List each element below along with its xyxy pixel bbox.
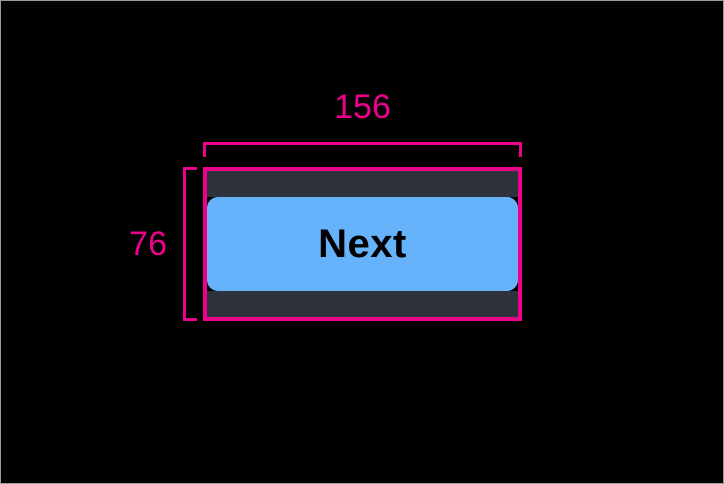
height-dimension-label: 76 <box>129 225 167 263</box>
element-box-model: Next <box>207 171 518 317</box>
next-button-label: Next <box>318 222 407 266</box>
width-dimension-bracket <box>203 142 522 157</box>
width-dimension-label: 156 <box>334 88 391 126</box>
padding-hatch-top <box>207 171 518 197</box>
height-dimension-bracket <box>183 167 197 321</box>
next-button[interactable]: Next <box>207 197 518 291</box>
padding-hatch-bottom <box>207 291 518 317</box>
element-outline-highlight: Next <box>203 167 522 321</box>
